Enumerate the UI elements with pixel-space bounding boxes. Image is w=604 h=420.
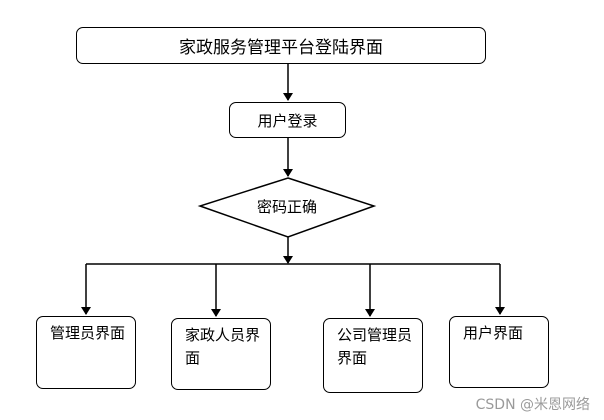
user-interface-node: 用户界面 <box>449 316 549 388</box>
title-node: 家政服务管理平台登陆界面 <box>76 27 486 64</box>
company-admin-interface-node: 公司管理员界面 <box>323 318 423 393</box>
login-node-label: 用户登录 <box>257 111 318 130</box>
company-admin-interface-label: 公司管理员界面 <box>337 326 413 367</box>
login-node: 用户登录 <box>229 102 346 138</box>
housekeeper-interface-label: 家政人员界面 <box>185 326 261 367</box>
housekeeper-interface-node: 家政人员界面 <box>171 318 271 390</box>
decision-node-label: 密码正确 <box>256 197 317 216</box>
admin-interface-label: 管理员界面 <box>50 324 126 342</box>
watermark: CSDN @米恩网络 <box>475 397 590 413</box>
admin-interface-node: 管理员界面 <box>36 316 136 389</box>
title-node-label: 家政服务管理平台登陆界面 <box>179 38 383 58</box>
user-interface-label: 用户界面 <box>463 324 524 342</box>
